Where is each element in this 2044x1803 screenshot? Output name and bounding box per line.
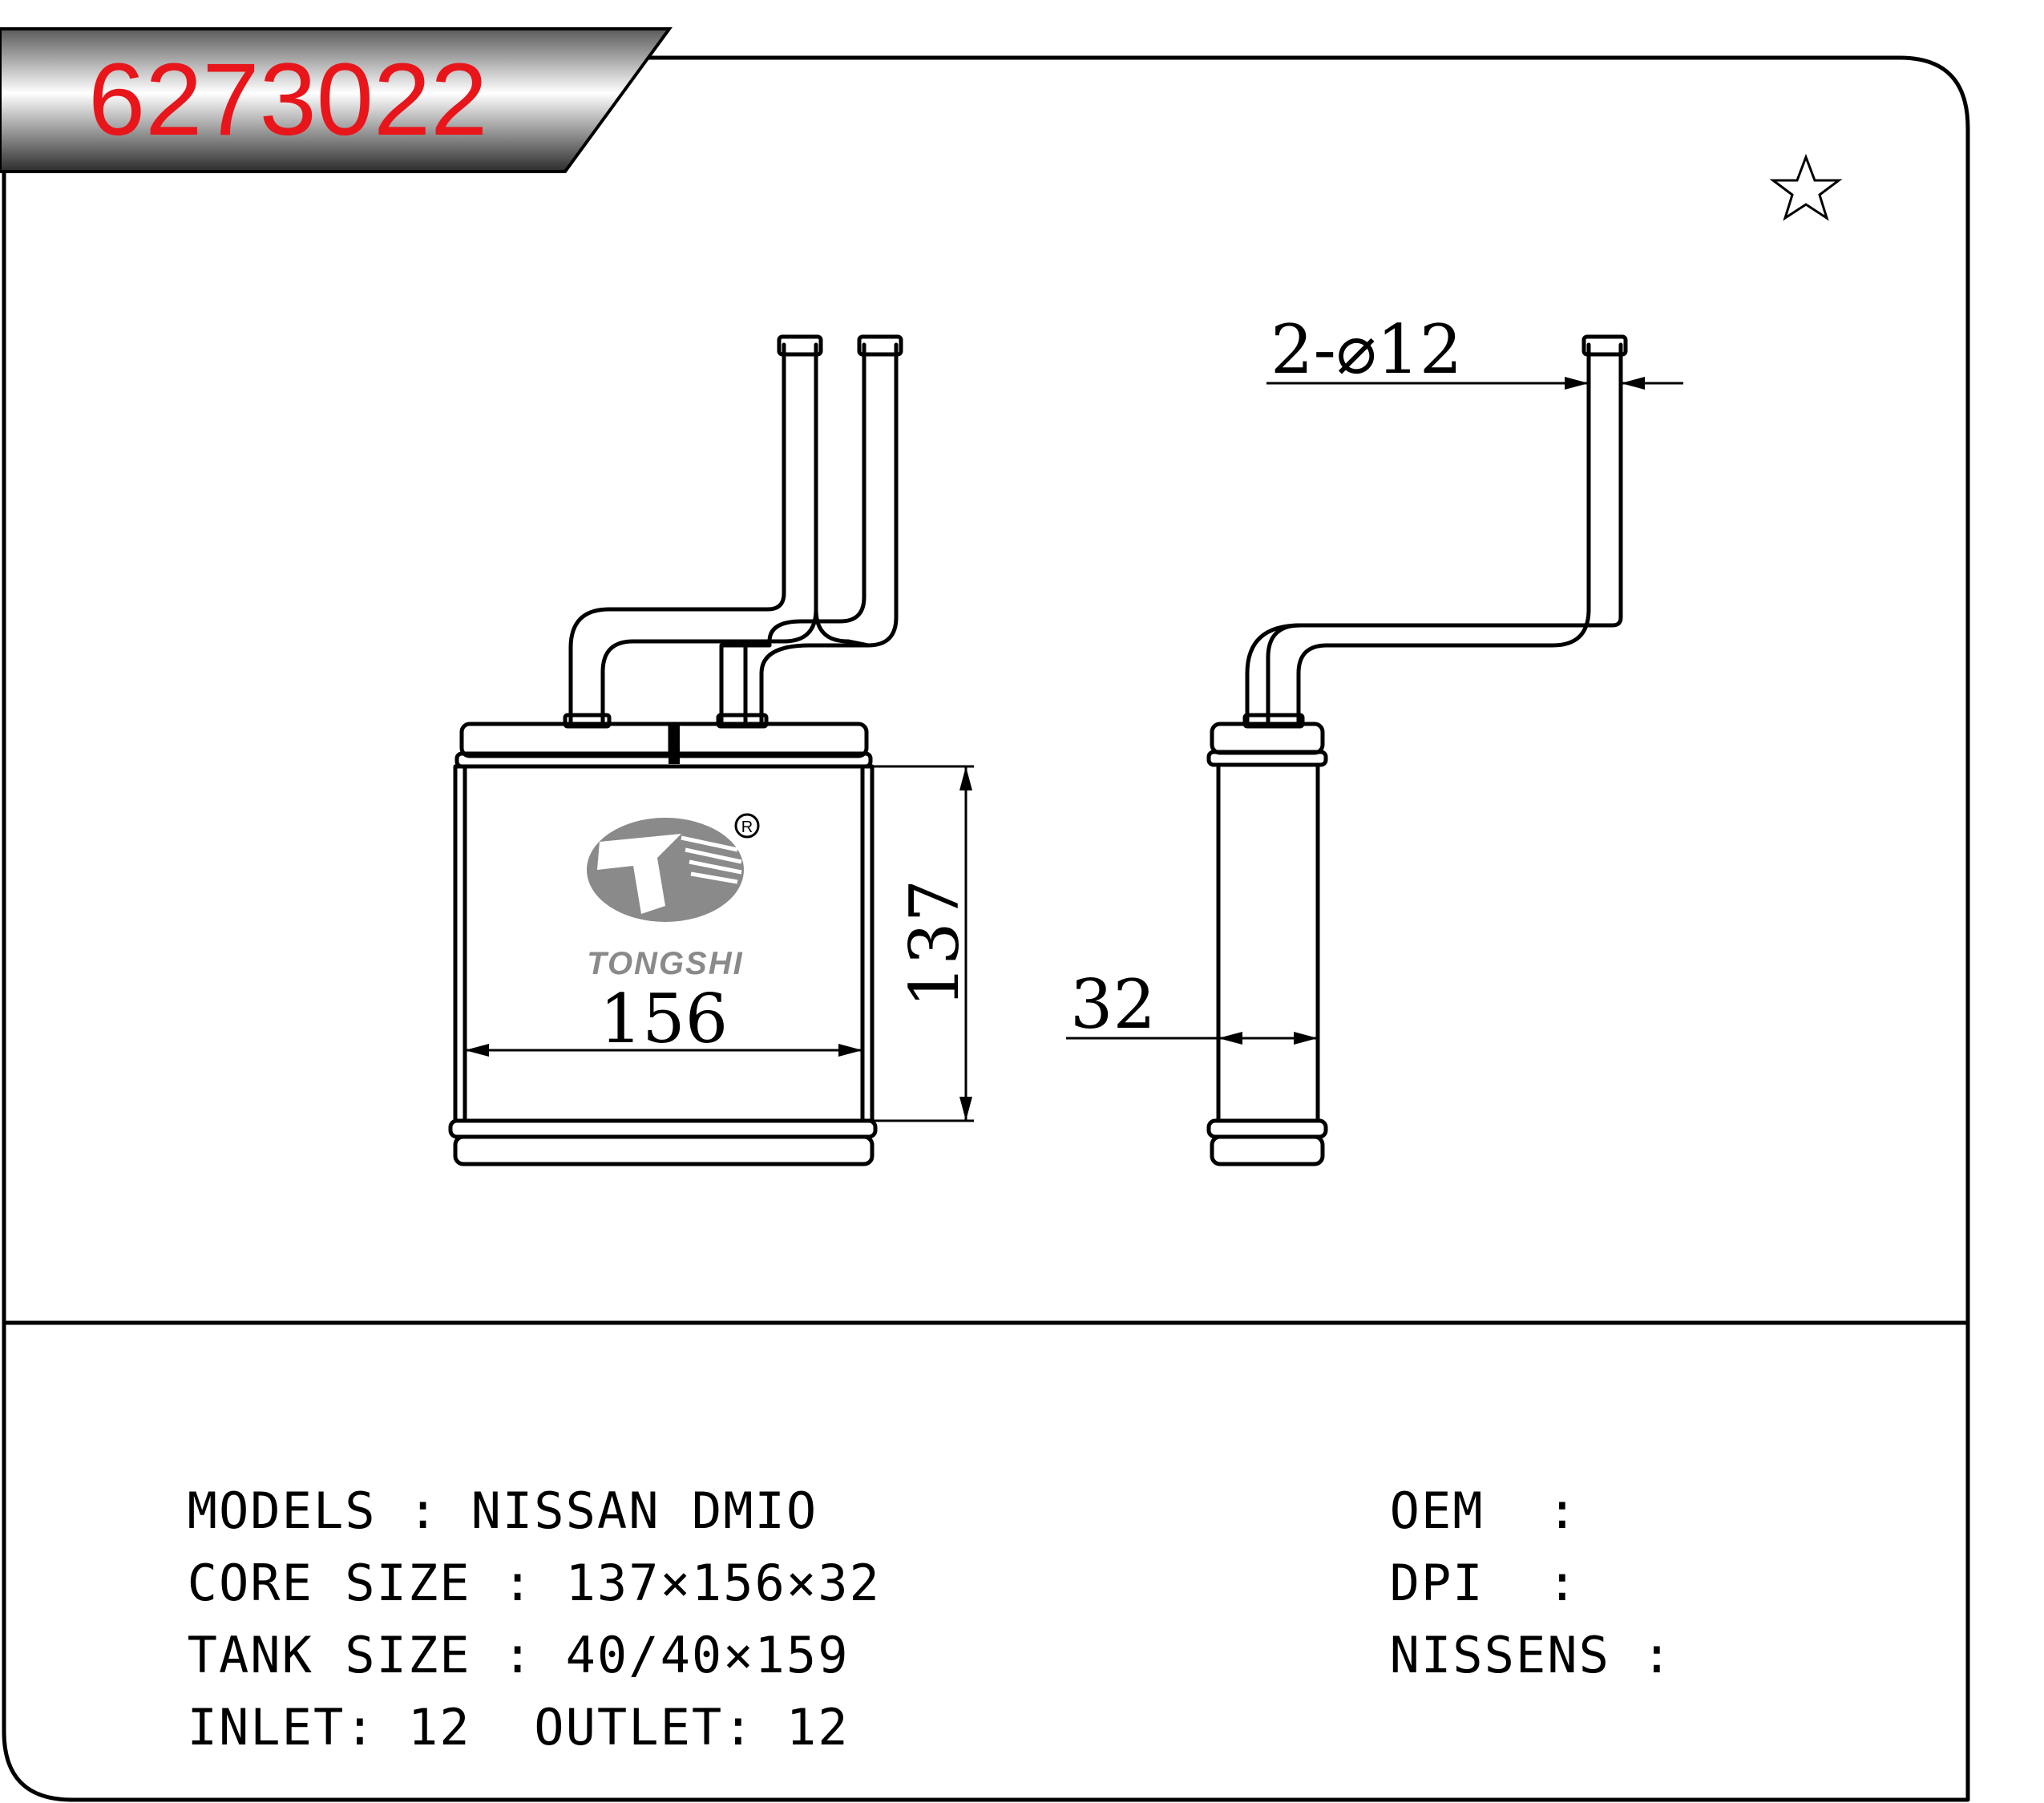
oem-separator: :: [1547, 1482, 1579, 1540]
outlet-value: 12: [786, 1698, 850, 1757]
ref-dpi: DPI :: [1327, 1495, 1579, 1612]
pipe-diameter-dimension: 2-⌀12: [1266, 310, 1683, 390]
part-number: 6273022: [88, 42, 487, 157]
ref-oem: OEM :: [1327, 1423, 1579, 1540]
outlet-label: OUTLET:: [534, 1698, 755, 1757]
tongshi-logo: R TONGSHI: [587, 813, 760, 981]
star-outline-icon[interactable]: [1769, 153, 1843, 221]
registered-mark: R: [741, 819, 753, 836]
nissens-label: NISSENS: [1389, 1626, 1610, 1684]
tank-size-separator: :: [502, 1626, 535, 1684]
outlet-pipe-inner: [759, 342, 899, 724]
dpi-label: DPI: [1389, 1554, 1485, 1612]
width-value: 156: [600, 980, 728, 1058]
nissens-separator: :: [1642, 1626, 1674, 1684]
oem-label: OEM: [1389, 1482, 1485, 1540]
models-value: NISSAN DMIO: [471, 1482, 818, 1540]
height-value: 137: [895, 879, 974, 1008]
spec-inlet-outlet: INLET: 12 OUTLET: 12: [124, 1639, 850, 1757]
tank-size-value: 40/40×159: [565, 1626, 850, 1684]
ref-nissens: NISSENS :: [1327, 1567, 1674, 1684]
core-size-label: CORE SIZE: [187, 1554, 471, 1612]
inlet-value: 12: [407, 1698, 471, 1757]
depth-dimension: 32: [1066, 965, 1318, 1045]
heater-core-front-view: R TONGSHI 156 137: [448, 334, 974, 1166]
models-label: MODELS: [187, 1482, 377, 1540]
heater-core-side-view: 2-⌀12 32: [1066, 310, 1683, 1166]
height-dimension: 137: [872, 765, 974, 1122]
inlet-label: INLET:: [187, 1698, 377, 1757]
tank-size-label: TANK SIZE: [187, 1626, 471, 1684]
core-size-separator: :: [502, 1554, 535, 1612]
sheet-frame: [2, 55, 1970, 1802]
side-pipe-inner: [1266, 342, 1623, 724]
depth-value: 32: [1070, 965, 1156, 1044]
width-dimension: 156: [465, 980, 862, 1058]
spec-core-size: CORE SIZE : 137×156×32: [124, 1495, 881, 1612]
spec-tank-size: TANK SIZE : 40/40×159: [124, 1567, 850, 1684]
models-separator: :: [407, 1482, 440, 1540]
spec-models: MODELS : NISSAN DMIO: [124, 1423, 818, 1540]
core-size-value: 137×156×32: [565, 1554, 881, 1612]
part-number-banner: 6273022: [0, 27, 673, 173]
pipe-diameter-value: 2-⌀12: [1270, 310, 1462, 389]
side-pipe: [1296, 342, 1591, 724]
dpi-separator: :: [1547, 1554, 1579, 1612]
inlet-pipe: [568, 342, 786, 724]
brand-name: TONGSHI: [587, 946, 744, 981]
